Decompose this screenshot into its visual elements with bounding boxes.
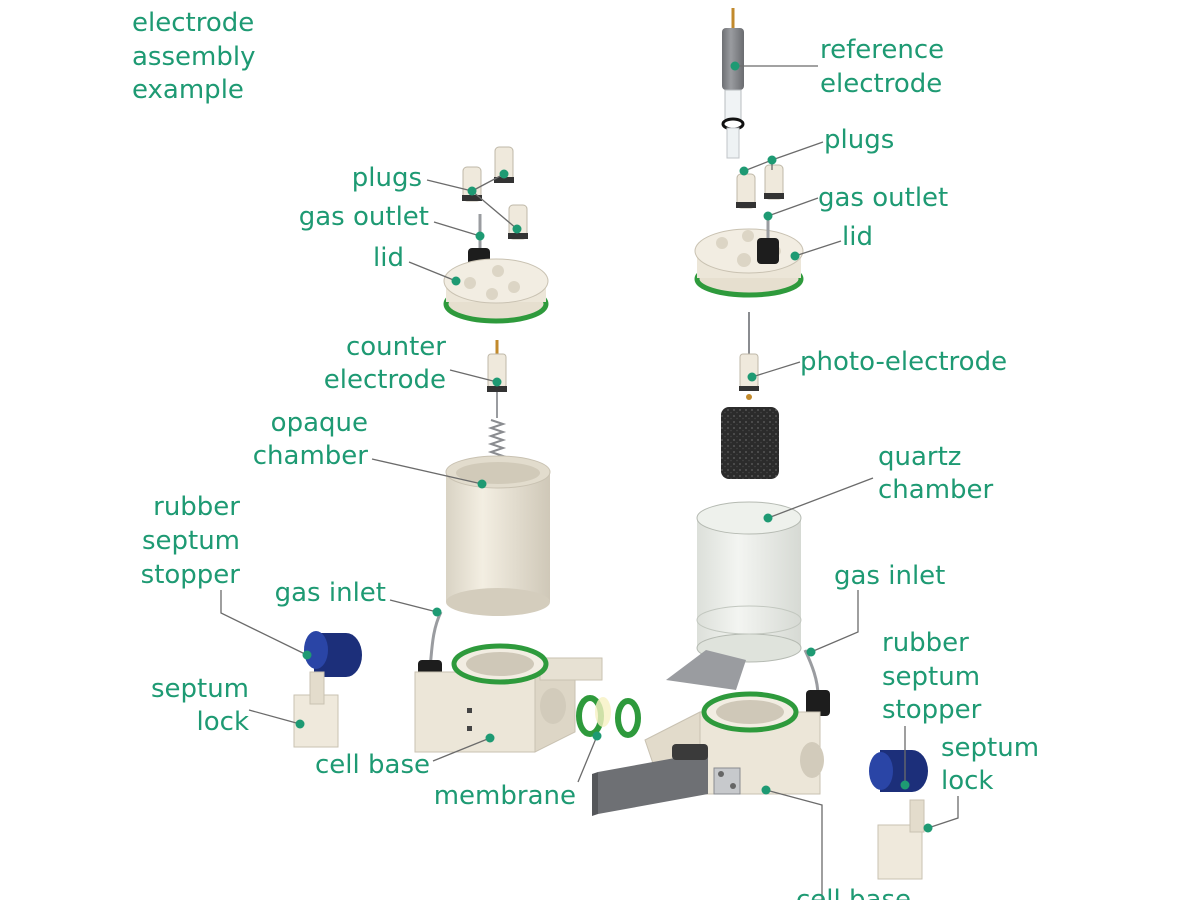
- leader-dots: [295, 61, 933, 833]
- left-gas-inlet-label: gas inlet: [275, 578, 386, 608]
- right-septum-lock: [877, 799, 925, 880]
- left-cell-base: [414, 643, 603, 753]
- right-gas-inlet-label: gas inlet: [834, 561, 945, 591]
- right-rubber-septum-label-1: rubber: [882, 628, 969, 658]
- opaque-chamber-label-1: opaque: [271, 408, 368, 438]
- reference-electrode-shape: [721, 8, 745, 159]
- right-cell-base-label: cell base: [796, 885, 911, 900]
- reference-electrode-label-2: electrode: [820, 69, 942, 99]
- quartz-chamber-shape: [696, 501, 802, 663]
- right-septum-stopper: [869, 750, 928, 792]
- left-septum-lock-label-2: lock: [197, 707, 249, 737]
- counter-electrode-label-2: electrode: [324, 365, 446, 395]
- figure-title: electrode assembly example: [132, 8, 255, 105]
- left-plugs: [462, 146, 528, 240]
- right-septum-lock-label-2: lock: [941, 766, 993, 796]
- opaque-chamber-shape: [445, 455, 551, 616]
- left-gas-outlet-label: gas outlet: [299, 202, 429, 232]
- left-lid-label: lid: [373, 243, 404, 273]
- left-plugs-label: plugs: [352, 163, 422, 193]
- membrane-label: membrane: [434, 781, 576, 811]
- right-rubber-septum-label-2: septum: [882, 662, 980, 692]
- right-lid: [694, 215, 804, 298]
- left-cell-base-label: cell base: [315, 750, 430, 780]
- photo-electrode-shape: [721, 312, 779, 479]
- left-counter-electrode: [487, 340, 507, 465]
- left-rubber-septum-label-3: stopper: [141, 560, 241, 590]
- right-plugs-label: plugs: [824, 125, 894, 155]
- left-rubber-septum-label-1: rubber: [153, 492, 240, 522]
- right-plugs: [736, 164, 784, 209]
- reference-electrode-label-1: reference: [820, 35, 944, 65]
- left-septum-stopper: [304, 631, 362, 677]
- title-line-3: example: [132, 75, 244, 105]
- left-septum-lock-label-1: septum: [151, 674, 249, 704]
- quartz-chamber-label-2: chamber: [878, 475, 994, 505]
- left-septum-lock: [293, 671, 339, 748]
- right-labels: reference electrode plugs gas outlet lid…: [796, 35, 1039, 900]
- counter-electrode-label-1: counter: [346, 332, 446, 362]
- opaque-chamber-label-2: chamber: [253, 441, 369, 471]
- photo-electrode-label: photo-electrode: [800, 347, 1007, 377]
- right-lid-label: lid: [842, 222, 873, 252]
- photo-holder-clamp: [592, 744, 708, 816]
- quartz-chamber-label-1: quartz: [878, 442, 961, 472]
- left-labels: plugs gas outlet lid counter electrode o…: [141, 163, 576, 811]
- right-gas-outlet-label: gas outlet: [818, 183, 948, 213]
- right-rubber-septum-label-3: stopper: [882, 695, 982, 725]
- membrane-rings: [576, 695, 641, 738]
- left-lid: [443, 258, 549, 324]
- title-line-1: electrode: [132, 8, 254, 38]
- right-septum-lock-label-1: septum: [941, 733, 1039, 763]
- left-rubber-septum-label-2: septum: [142, 526, 240, 556]
- title-line-2: assembly: [132, 42, 255, 72]
